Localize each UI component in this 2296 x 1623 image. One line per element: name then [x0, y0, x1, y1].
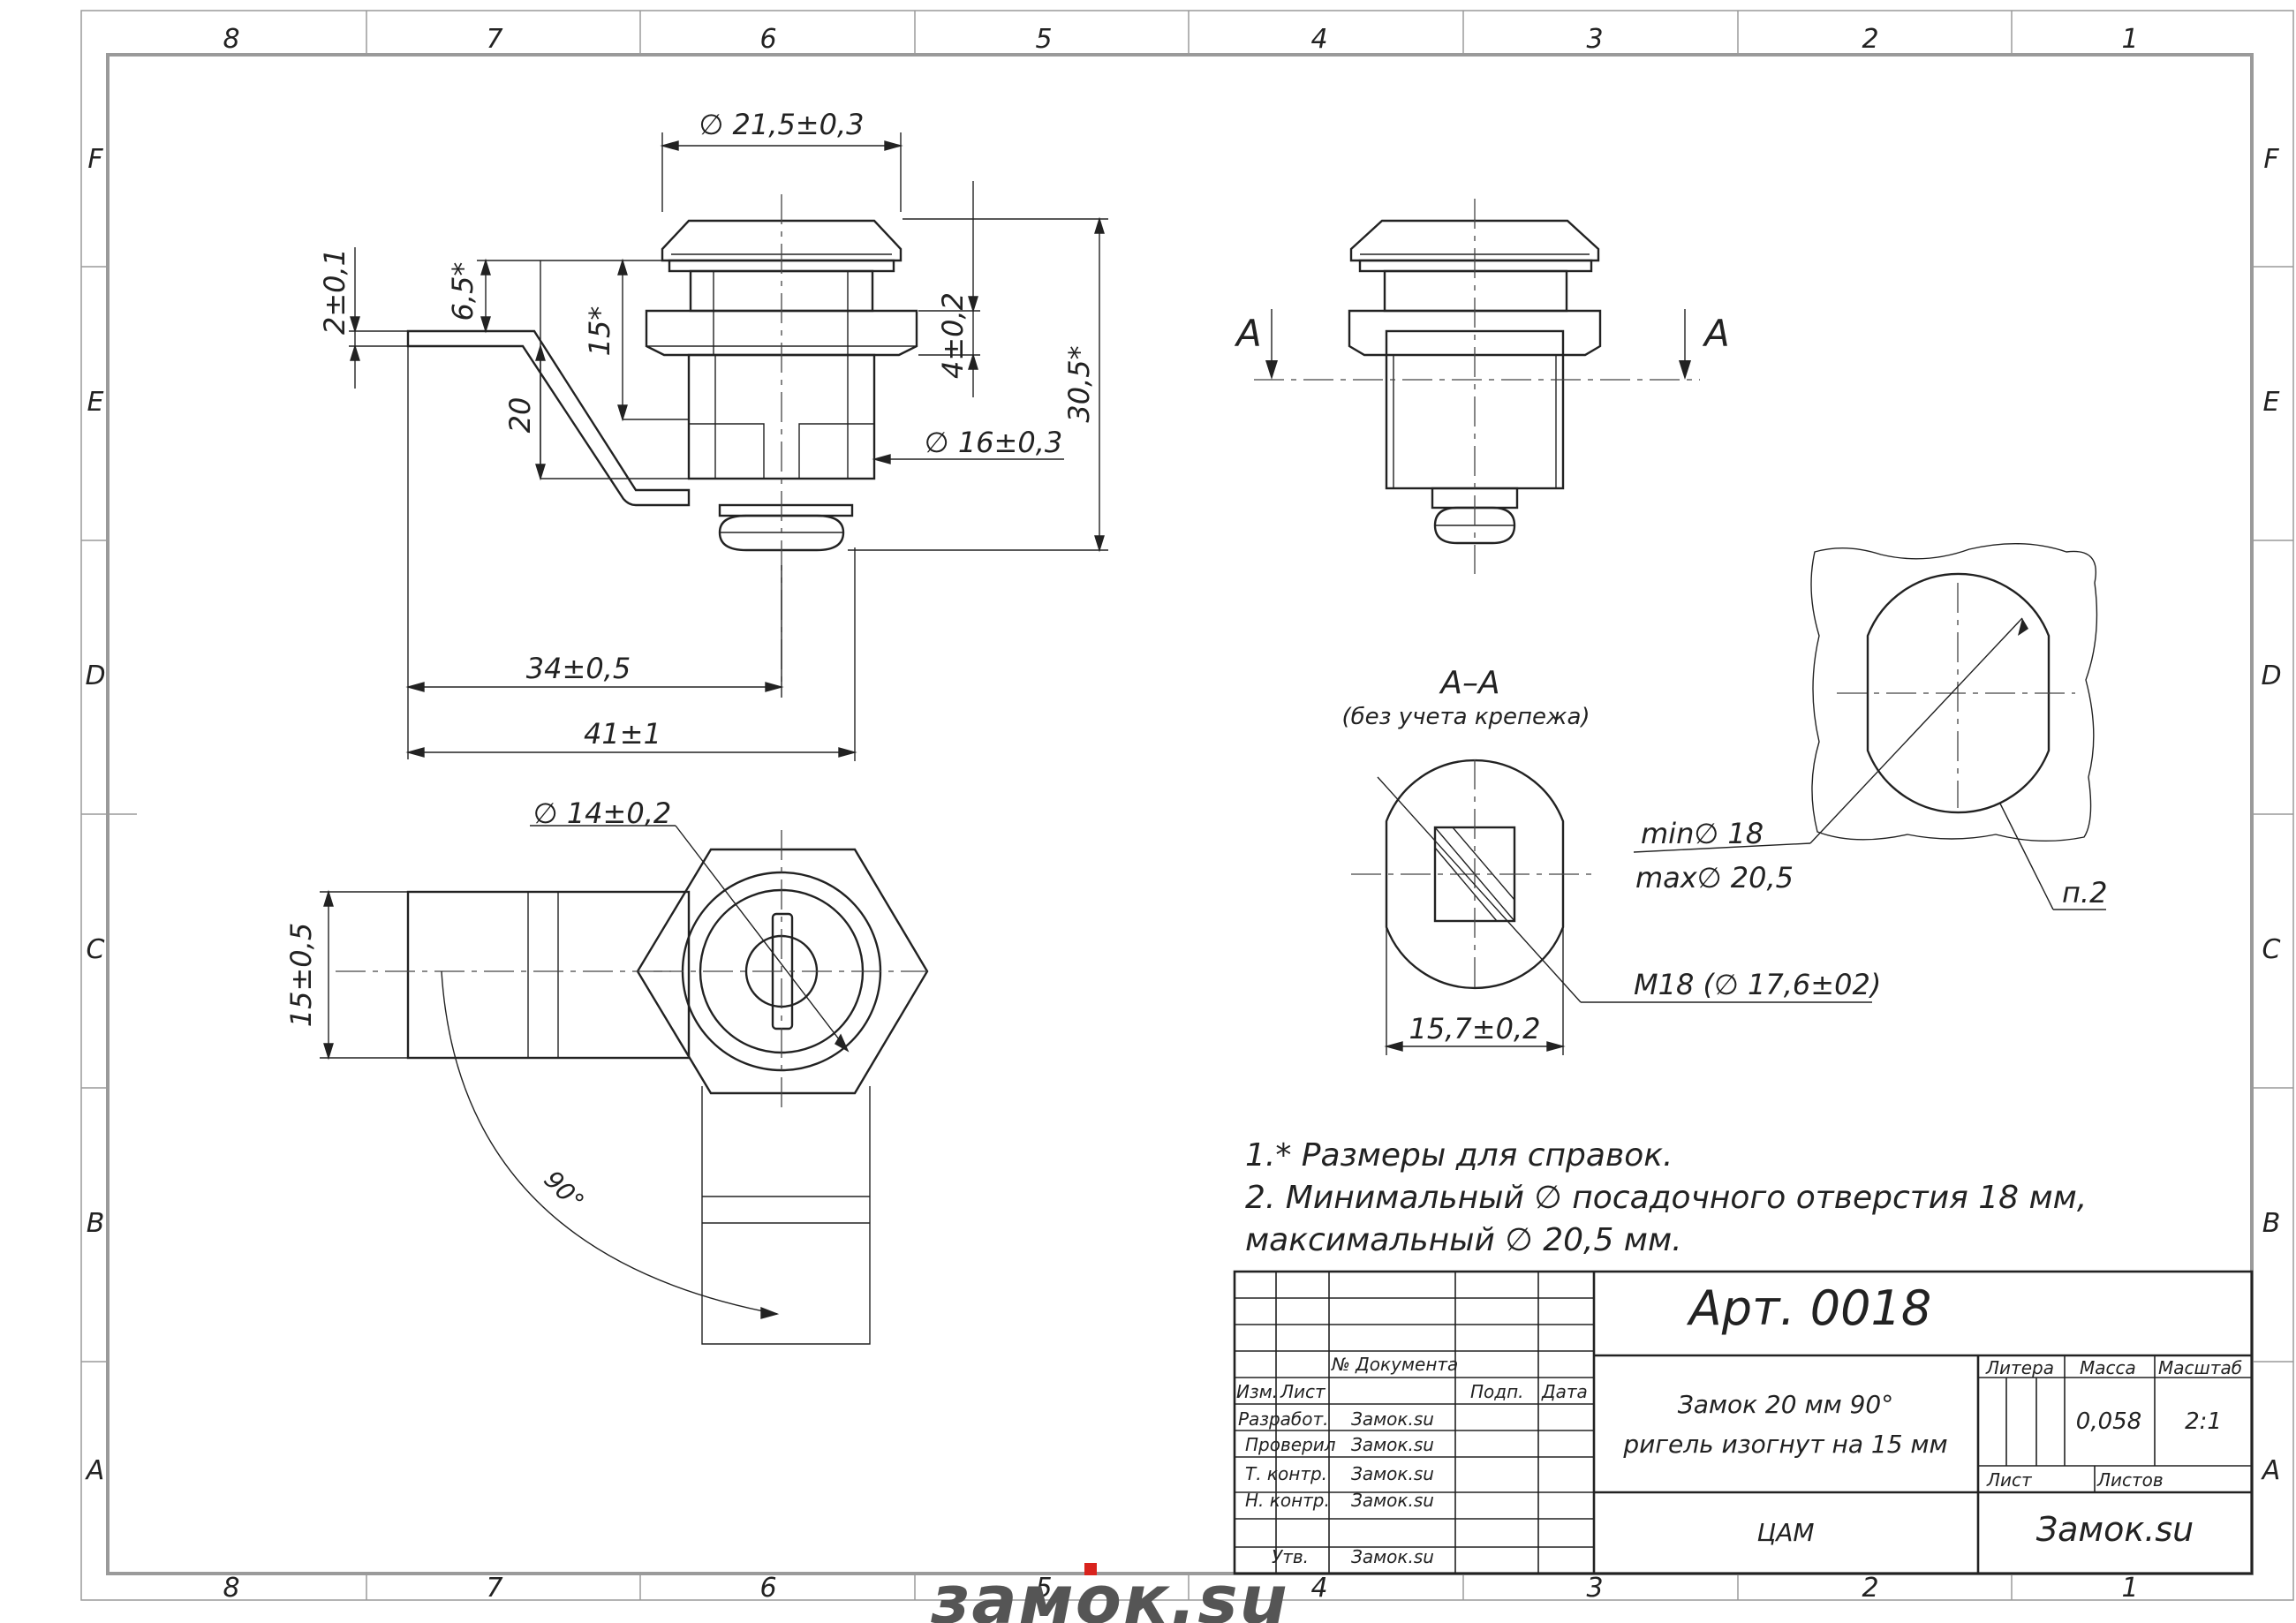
zone-col-4-bottom: 4 [1310, 1573, 1327, 1604]
zone-row-b-left: B [87, 1208, 105, 1239]
section-arrow-right: A [1702, 312, 1730, 355]
tb-person-approved: Замок.su [1351, 1546, 1434, 1567]
zone-col-5-bottom: 5 [1035, 1573, 1052, 1604]
tb-col-data: Дата [1541, 1381, 1588, 1402]
zone-row-b-right: B [2262, 1208, 2281, 1239]
zone-row-e-right: E [2263, 387, 2280, 418]
tb-product-line1: Замок 20 мм 90° [1678, 1390, 1893, 1419]
tb-role-checked: Проверил [1245, 1434, 1336, 1455]
tb-role-tech: Т. контр. [1245, 1463, 1327, 1484]
tb-col-izm: Изм. [1236, 1381, 1278, 1402]
zone-row-c-left: C [87, 934, 105, 965]
tb-litera-label: Литера [1985, 1357, 2054, 1378]
dim-nut-height: 4±0,2 [936, 292, 970, 379]
dim-body-diameter: ∅ 16±0,3 [925, 426, 1062, 459]
section-title: A–A [1439, 665, 1499, 701]
zone-row-d-right: D [2261, 661, 2281, 691]
tb-col-podp: Подп. [1470, 1381, 1524, 1402]
title-block: № Документа Изм. Лист Подп. Дата Разрабо… [1233, 1270, 2254, 1575]
dim-lever-thickness: 2±0,1 [318, 248, 351, 335]
tb-company: Замок.su [2036, 1510, 2194, 1549]
dim-section-width: 15,7±0,2 [1409, 1012, 1541, 1046]
zone-row-a-left: A [85, 1455, 105, 1486]
tb-product-line2: ригель изогнут на 15 мм [1622, 1430, 1947, 1459]
zone-col-6-bottom: 6 [759, 1573, 776, 1604]
zone-row-f-left: F [87, 144, 103, 175]
zone-row-f-right: F [2263, 144, 2279, 175]
dim-head-diameter: ∅ 21,5±0,3 [699, 108, 865, 141]
zone-col-7-bottom: 7 [486, 1573, 502, 1604]
note-3: максимальный ∅ 20,5 мм. [1245, 1222, 1682, 1258]
dim-length-41: 41±1 [584, 717, 661, 751]
tb-person-checked: Замок.su [1351, 1434, 1434, 1455]
dim-length-34: 34±0,5 [526, 652, 631, 685]
watermark-accent-icon [1084, 1563, 1097, 1575]
dim-offset-ref: 6,5* [446, 262, 480, 321]
mounting-hole-detail: min∅ 18 max∅ 20,5 п.2 [1633, 542, 2107, 910]
tb-role-developed: Разработ. [1238, 1408, 1328, 1430]
note-2: 2. Минимальный ∅ посадочного отверстия 1… [1245, 1180, 2087, 1216]
note-reference: п.2 [2062, 876, 2107, 910]
zone-col-4-top: 4 [1310, 24, 1327, 55]
section-arrow-left: A [1234, 312, 1262, 355]
tb-article: Арт. 0018 [1687, 1280, 1931, 1336]
dim-thread: M18 (∅ 17,6±02) [1634, 968, 1881, 1001]
zone-row-e-left: E [87, 387, 104, 418]
tb-sheet-label: Лист [1986, 1469, 2033, 1491]
zone-row-a-right: A [2261, 1455, 2281, 1486]
tb-person-tech: Замок.su [1351, 1463, 1434, 1484]
front-view: ∅ 21,5±0,3 2±0,1 6,5* 15* 20 4±0,2 30,5*… [318, 108, 1108, 761]
zone-col-8-bottom: 8 [223, 1573, 239, 1604]
note-1: 1.* Размеры для справок. [1245, 1137, 1673, 1174]
tb-doc-number-label: № Документа [1331, 1354, 1458, 1375]
dim-total-height: 30,5* [1062, 345, 1096, 422]
tb-person-norm: Замок.su [1351, 1490, 1434, 1511]
zone-col-8-top: 8 [223, 24, 239, 55]
dim-lever-bend: 20 [503, 397, 537, 434]
tb-role-norm: Н. контр. [1245, 1490, 1330, 1511]
tb-person-developed: Замок.su [1351, 1408, 1434, 1430]
tb-material: ЦАМ [1756, 1518, 1814, 1547]
dim-hole-max: max∅ 20,5 [1635, 861, 1794, 895]
zone-row-d-left: D [85, 661, 105, 691]
tb-scale-value: 2:1 [2185, 1408, 2222, 1435]
tb-col-list: Лист [1280, 1381, 1326, 1402]
tb-mass-value: 0,058 [2076, 1408, 2141, 1435]
tb-sheets-label: Листов [2096, 1469, 2164, 1491]
tb-role-approved: Утв. [1272, 1546, 1309, 1567]
zone-col-5-top: 5 [1035, 24, 1052, 55]
zone-col-7-top: 7 [486, 24, 502, 55]
top-view: 15±0,5 ∅ 14±0,2 90° [284, 796, 929, 1345]
zone-col-3-bottom: 3 [1586, 1573, 1603, 1604]
dim-hole-min: min∅ 18 [1641, 817, 1764, 850]
tb-mass-label: Масса [2080, 1357, 2136, 1378]
section-subtitle: (без учета крепежа) [1341, 704, 1590, 730]
side-view: A A [1234, 199, 1730, 574]
zone-col-3-top: 3 [1586, 24, 1603, 55]
zone-col-1-bottom: 1 [2121, 1573, 2138, 1604]
dim-rotation-angle: 90° [538, 1165, 589, 1216]
watermark-text: замок.su [930, 1560, 1289, 1623]
zone-col-1-top: 1 [2121, 24, 2138, 55]
dim-lever-width: 15±0,5 [284, 923, 318, 1027]
watermark-logo: замок.su [930, 1560, 1289, 1623]
zone-col-2-top: 2 [1862, 24, 1878, 55]
dim-cylinder-diameter: ∅ 14±0,2 [533, 796, 671, 830]
notes: 1.* Размеры для справок. 2. Минимальный … [1245, 1137, 2087, 1258]
section-a-a: A–A (без учета крепежа) 15,7±0,2 M18 (∅ … [1341, 665, 1881, 1055]
zone-row-c-right: C [2262, 934, 2281, 965]
dim-height-ref: 15* [583, 306, 616, 357]
zone-col-6-top: 6 [759, 24, 776, 55]
sheet-frame: 8 7 6 5 4 3 2 1 8 7 6 5 4 3 2 1 F E D C … [80, 10, 2294, 1604]
zone-col-2-bottom: 2 [1862, 1573, 1878, 1604]
tb-scale-label: Масштаб [2158, 1357, 2242, 1378]
